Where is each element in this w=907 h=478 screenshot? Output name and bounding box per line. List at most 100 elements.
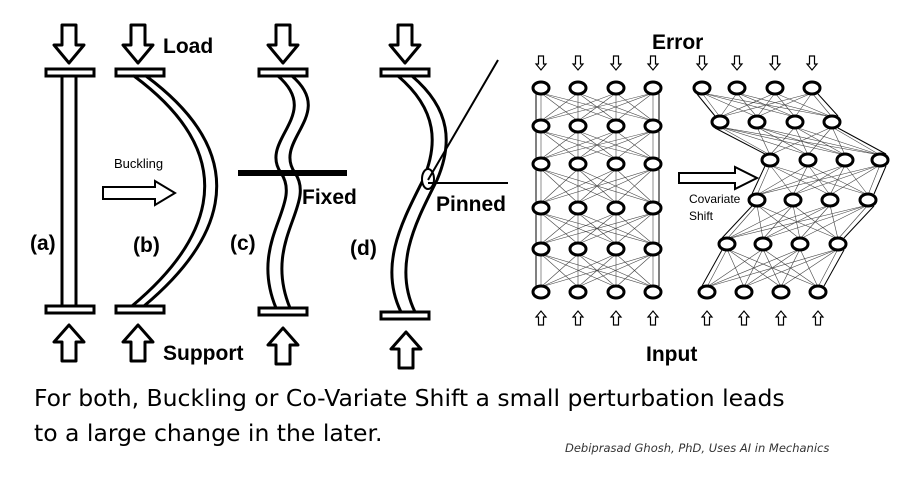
- load-arrow-b: [121, 23, 155, 65]
- right-node-2-2: [835, 152, 855, 168]
- right-layer-1-link-2-0: [769, 126, 796, 156]
- right-layer-2-link-2-3: [844, 164, 869, 196]
- left-input-arrow-3: [646, 310, 660, 326]
- right-layer-1-link-3-3: [831, 126, 881, 156]
- buckling-label: Buckling: [114, 156, 164, 171]
- left-node-0-1: [568, 80, 588, 96]
- left-layer-4-link-2-0: [540, 253, 617, 288]
- right-node-2-3: [870, 152, 890, 168]
- bottom-plate-c: [257, 306, 309, 317]
- right-node-1-3: [822, 114, 842, 130]
- left-node-5-2: [606, 284, 626, 300]
- right-layer-4-link-3-1: [743, 248, 839, 288]
- right-node-4-3: [828, 236, 848, 252]
- right-layer-1-link-0-1: [719, 126, 809, 156]
- right-node-4-2: [790, 236, 810, 252]
- left-node-3-2: [606, 200, 626, 216]
- support-arrow-a: [52, 323, 86, 363]
- left-layer-1-link-1-0: [540, 130, 579, 160]
- right-node-1-0: [710, 114, 730, 130]
- left-node-1-3: [643, 118, 663, 134]
- left-layer-3-link-3-2: [615, 212, 654, 245]
- top-plate-b: [114, 67, 166, 78]
- right-layer-0-link-1-0: [719, 92, 738, 118]
- right-layer-0-link-0-1: [701, 92, 758, 118]
- right-input-arrow-3: [811, 310, 825, 326]
- right-error-arrow-0: [695, 55, 709, 71]
- right-layer-0-link-2-0: [719, 92, 776, 118]
- right-node-5-1: [734, 284, 754, 300]
- left-input-arrow-0: [534, 310, 548, 326]
- right-layer-2-link-1-0: [756, 164, 809, 196]
- right-layer-2-link-0-0: [756, 164, 771, 196]
- left-input-arrow-1: [571, 310, 585, 326]
- right-layer-2-link-3-0: [756, 164, 881, 196]
- left-layer-1-link-2-0: [540, 130, 617, 160]
- right-layer-3-link-3-1: [762, 204, 869, 240]
- right-node-0-0: [692, 80, 712, 96]
- left-node-0-3: [643, 80, 663, 96]
- left-node-5-0: [531, 284, 551, 300]
- right-layer-4-link-3-2: [780, 248, 839, 288]
- right-layer-3-side-right: [843, 205, 875, 239]
- right-node-1-2: [785, 114, 805, 130]
- right-layer-4-side-left: [701, 249, 723, 287]
- left-node-4-2: [606, 241, 626, 257]
- right-node-3-2: [820, 192, 840, 208]
- top-plate-d: [379, 67, 431, 78]
- caption-line-1: For both, Buckling or Co-Variate Shift a…: [34, 384, 785, 412]
- covariate-shift-arrow: [678, 165, 760, 191]
- left-node-5-3: [643, 284, 663, 300]
- right-layer-1-link-0-0: [719, 126, 771, 156]
- right-layer-3-link-3-0: [726, 204, 869, 240]
- right-layer-2-link-1-3: [807, 164, 869, 196]
- right-layer-0-link-3-1: [756, 92, 813, 118]
- right-layer-2-side-left: [751, 165, 766, 195]
- right-node-5-3: [808, 284, 828, 300]
- left-layer-0-link-3-1: [577, 92, 654, 122]
- shift-label: Shift: [689, 209, 714, 223]
- right-layer-3-link-3-2: [799, 204, 869, 240]
- left-input-arrow-2: [609, 310, 623, 326]
- error-label: Error: [652, 31, 704, 54]
- right-error-arrow-3: [805, 55, 819, 71]
- right-node-3-0: [747, 192, 767, 208]
- right-node-3-1: [783, 192, 803, 208]
- left-node-4-1: [568, 241, 588, 257]
- right-layer-0-link-3-3: [811, 92, 833, 118]
- left-layer-2-link-2-0: [540, 168, 617, 204]
- right-layer-3-link-3-3: [837, 204, 869, 240]
- right-layer-4-side-right: [823, 249, 845, 287]
- left-layer-4-link-3-0: [540, 253, 654, 288]
- right-layer-3-link-2-0: [726, 204, 831, 240]
- right-layer-2-link-2-0: [756, 164, 846, 196]
- left-layer-2-link-1-0: [540, 168, 579, 204]
- buckling-arrow: [102, 179, 177, 207]
- right-node-4-1: [753, 236, 773, 252]
- right-layer-4-link-2-0: [706, 248, 801, 288]
- left-layer-3-link-2-0: [540, 212, 617, 245]
- right-layer-1-side-left: [714, 127, 766, 155]
- right-layer-4-link-3-3: [817, 248, 839, 288]
- caption-line-2: to a large change in the later.: [34, 419, 383, 447]
- support-arrow-d: [389, 330, 423, 370]
- left-layer-0-link-1-0: [540, 92, 579, 122]
- covariate-label: Covariate: [689, 192, 741, 206]
- right-layer-4-link-3-0: [706, 248, 839, 288]
- left-layer-4-link-1-0: [540, 253, 579, 288]
- right-layer-0-link-0-0: [701, 92, 721, 118]
- right-layer-2-side-right: [873, 165, 887, 195]
- right-layer-0-link-3-0: [719, 92, 813, 118]
- left-node-4-0: [531, 241, 551, 257]
- left-layer-2-link-3-2: [615, 168, 654, 204]
- right-layer-1-link-1-3: [756, 126, 881, 156]
- left-layer-4-link-3-1: [577, 253, 654, 288]
- left-layer-1-link-3-1: [577, 130, 654, 160]
- left-node-2-0: [531, 156, 551, 172]
- right-node-2-0: [760, 152, 780, 168]
- panel-label-a: (a): [30, 232, 56, 255]
- left-node-3-1: [568, 200, 588, 216]
- left-node-3-3: [643, 200, 663, 216]
